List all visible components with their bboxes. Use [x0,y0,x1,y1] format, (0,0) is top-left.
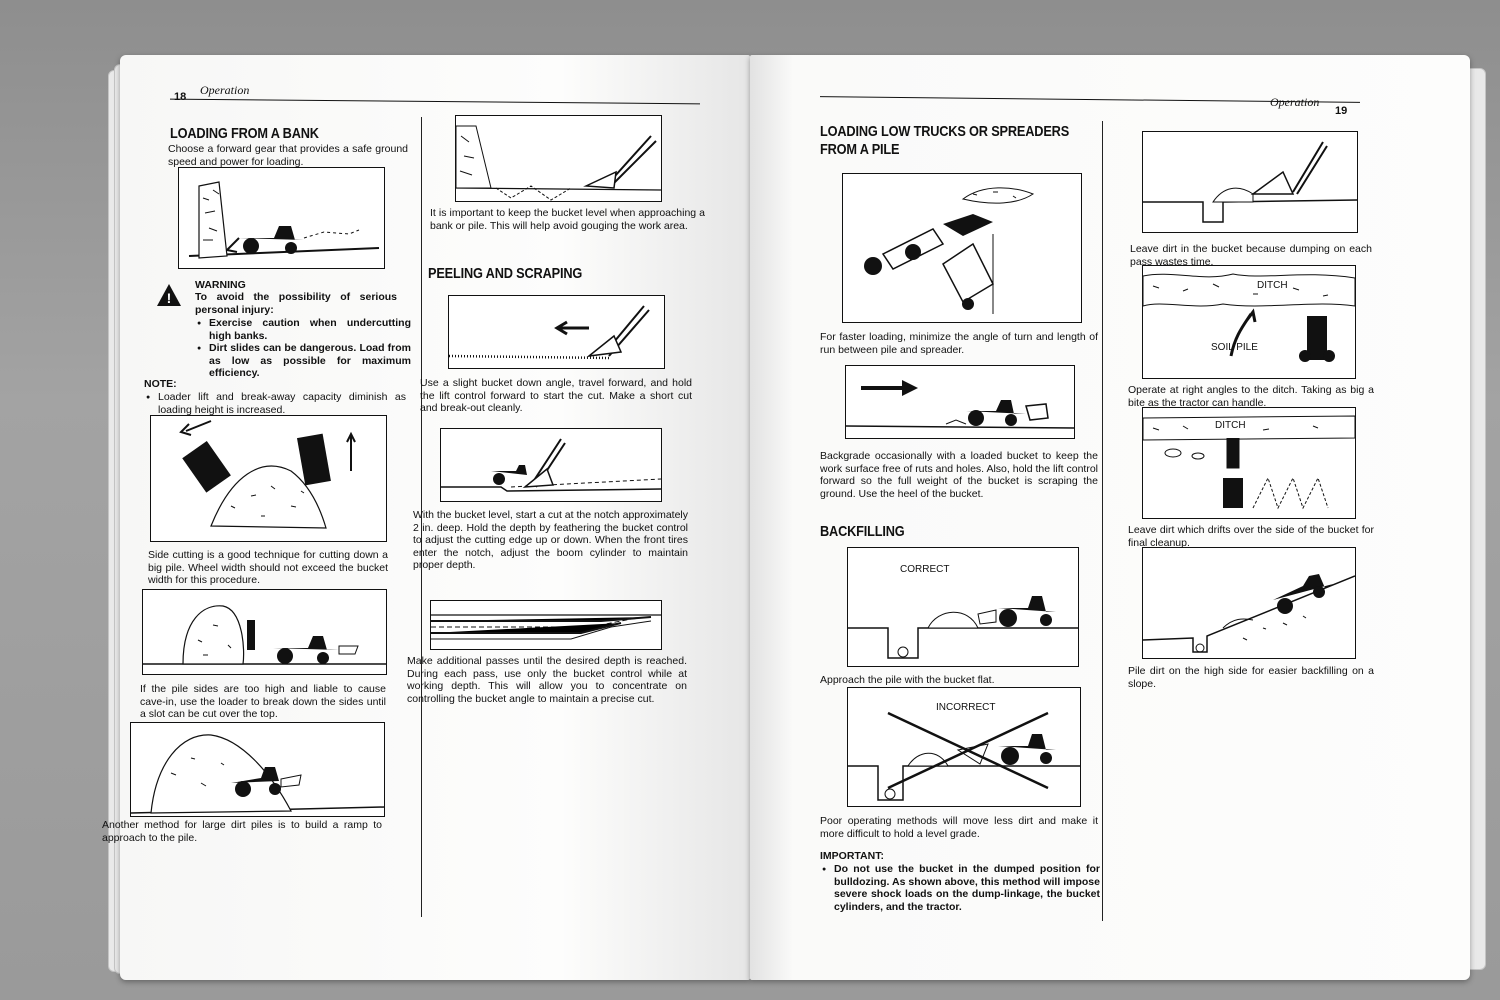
bucket-level-illustration [456,125,661,201]
correct-label: CORRECT [900,564,950,575]
important-title: IMPORTANT: [820,850,884,862]
leave-dirt-caption: Leave dirt in the bucket because dumping… [1130,243,1372,268]
figure-leave-dirt [1142,131,1358,233]
backgrade-caption: Backgrade occasionally with a loaded buc… [820,450,1098,500]
figure-correct: CORRECT [847,547,1079,667]
note-item: Loader lift and break-away capacity dimi… [146,391,406,416]
section-title-backfilling: BACKFILLING [820,523,905,540]
warning-intro: To avoid the possibility of serious pers… [195,291,397,316]
peeling-caption: Use a slight bucket down angle, travel f… [420,377,692,414]
figure-ramp [130,722,385,817]
section-title-peeling: PEELING AND SCRAPING [428,265,583,282]
page-number: 18 [174,91,187,103]
peeling-illustration [449,305,650,360]
passes-illustration [431,614,661,640]
ramp-illustration [131,734,384,814]
section-title-low-trucks: LOADING LOW TRUCKS OR SPREADERS [820,123,1070,140]
notch-illustration [441,438,661,492]
side-cutting-caption: Side cutting is a good technique for cut… [148,549,388,586]
right-page: Operation 19 LOADING LOW TRUCKS OR SPREA… [750,55,1470,980]
figure-incorrect: INCORRECT [847,687,1081,807]
section-title-loading-bank: LOADING FROM A BANK [170,125,319,142]
incorrect-backfill-illustration [848,711,1080,801]
tractor-bank-illustration [188,181,380,259]
faster-loading-caption: For faster loading, minimize the angle o… [820,331,1098,356]
figure-low-trucks [842,173,1082,323]
backgrade-illustration [846,380,1074,429]
drift-caption: Leave dirt which drifts over the side of… [1128,524,1374,549]
bucket-level-caption: It is important to keep the bucket level… [430,207,705,232]
page-number: 19 [1335,105,1348,117]
section-title-low-trucks-line2: FROM A PILE [820,141,900,158]
figure-drift: DITCH [1142,407,1356,519]
svg-text:!: ! [167,290,172,306]
running-head: Operation [1270,95,1319,110]
figure-side-cutting [150,415,387,542]
high-side-caption: Pile dirt on the high side for easier ba… [1128,665,1374,690]
warning-item: Dirt slides can be dangerous. Load from … [197,342,411,380]
column-divider [421,117,422,917]
cave-in-caption: If the pile sides are too high and liabl… [140,683,386,720]
figure-peeling [448,295,665,369]
warning-list: Exercise caution when undercutting high … [195,317,411,380]
leave-dirt-illustration [1143,141,1357,223]
side-cutting-illustration [179,420,356,529]
figure-loading-bank [178,167,385,269]
incorrect-label: INCORRECT [936,702,996,713]
figure-high-side [1142,547,1356,659]
warning-title: WARNING [195,279,246,291]
figure-right-angles: DITCH SOIL PILE [1142,265,1356,379]
important-item: Do not use the bucket in the dumped posi… [822,863,1100,913]
important-list: Do not use the bucket in the dumped posi… [820,863,1100,913]
low-trucks-illustration [864,187,1035,314]
ditch-label: DITCH [1255,280,1290,291]
ditch-label: DITCH [1213,420,1248,431]
correct-backfill-illustration [848,596,1078,659]
loading-bank-text: Choose a forward gear that provides a sa… [168,143,408,168]
note-list: Loader lift and break-away capacity dimi… [144,391,406,416]
ramp-caption: Another method for large dirt piles is t… [102,819,382,844]
figure-backgrade [845,365,1075,439]
figure-notch [440,428,662,502]
right-angles-caption: Operate at right angles to the ditch. Ta… [1128,384,1374,409]
figure-passes [430,600,662,650]
passes-caption: Make additional passes until the desired… [407,655,687,705]
high-side-illustration [1143,574,1355,653]
soil-pile-label: SOIL PILE [1211,342,1258,353]
header-rule [170,98,700,105]
drift-illustration [1143,415,1355,510]
right-angles-illustration [1143,273,1355,362]
cave-in-illustration [143,605,386,665]
warning-item: Exercise caution when undercutting high … [197,317,411,342]
figure-bucket-level [455,115,662,202]
note-title: NOTE: [144,378,177,390]
figure-cave-in [142,589,387,675]
warning-icon: ! [156,283,182,307]
poor-methods-caption: Poor operating methods will move less di… [820,815,1098,840]
approach-caption: Approach the pile with the bucket flat. [820,674,995,686]
notch-caption: With the bucket level, start a cut at th… [413,509,688,571]
running-head: Operation [200,83,250,97]
left-page: 18 Operation LOADING FROM A BANK Choose … [102,55,750,980]
column-divider [1102,121,1103,921]
